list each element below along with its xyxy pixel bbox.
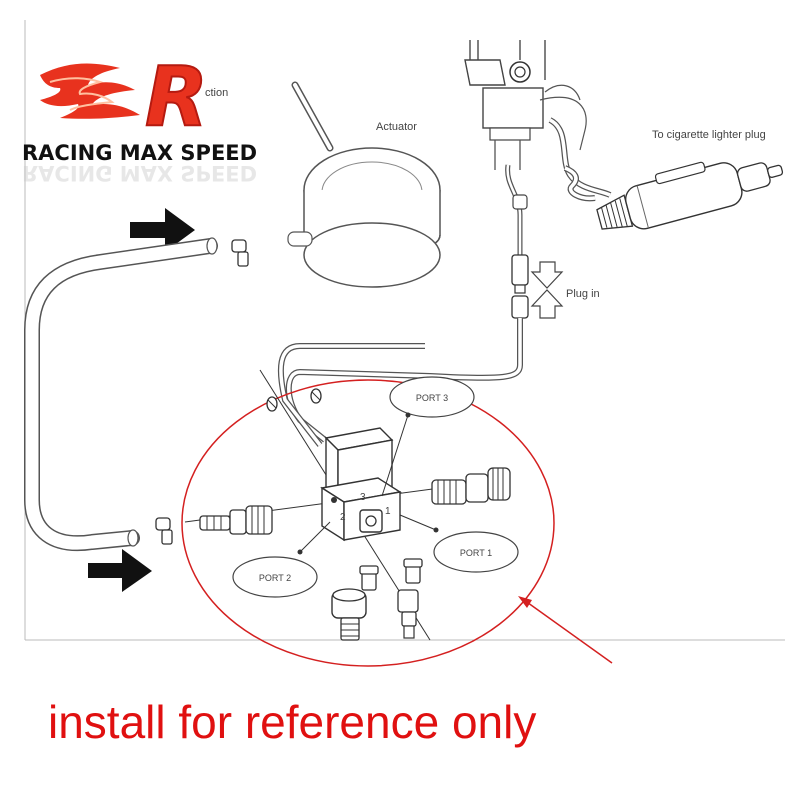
- highlight-circle: [181, 379, 555, 667]
- brand-name: RACING MAX SPEED: [22, 141, 257, 165]
- fitting-port1: [431, 467, 511, 505]
- port1-callout: PORT 1: [399, 514, 519, 573]
- bottom-fitting: [397, 589, 419, 639]
- nut-left: [266, 396, 278, 412]
- fitting-port2: [199, 505, 273, 535]
- wire-to-connector-inner: [506, 164, 522, 255]
- cigarette-lighter-plug: [596, 161, 784, 230]
- plug-arrow-down-icon: [530, 261, 564, 289]
- port3-label: PORT 3: [416, 393, 448, 403]
- actuator: Actuator: [287, 81, 441, 288]
- flame-shape: [40, 63, 140, 119]
- fitting-top: [231, 239, 249, 267]
- vacuum-hose: [24, 237, 218, 552]
- port1-label: PORT 1: [460, 548, 492, 558]
- block-number-1: 1: [385, 506, 391, 517]
- partial-top-label: ction: [205, 87, 228, 99]
- solenoid-valve: 2 3 1: [320, 427, 402, 542]
- reference-caption: install for reference only: [48, 696, 537, 748]
- screw-1: [359, 565, 379, 591]
- toggle-switch: [464, 40, 587, 170]
- flame-highlight: [49, 77, 115, 111]
- port2-callout: PORT 2: [232, 521, 331, 598]
- plug-in-label: Plug in: [566, 288, 600, 300]
- port2-label: PORT 2: [259, 573, 291, 583]
- large-bolt: [331, 588, 367, 641]
- nut-right: [310, 388, 322, 404]
- arrow-bottom-icon: [88, 549, 152, 592]
- hose-end-bottom: [127, 529, 139, 547]
- pointer-arrow-line: [523, 599, 613, 664]
- actuator-bottom: [303, 222, 441, 288]
- fitting-bottom: [155, 517, 173, 545]
- lighter-wire-inner: [549, 118, 611, 197]
- port3-callout: PORT 3: [381, 376, 475, 497]
- hose-outer: [24, 238, 218, 552]
- plug-arrow-up-icon: [530, 289, 564, 319]
- block-number-2: 2: [340, 512, 346, 523]
- wire-to-solenoid-inner: [287, 318, 522, 442]
- switch-body: [482, 87, 544, 129]
- lighter-label: To cigarette lighter plug: [652, 129, 766, 141]
- actuator-rod-inner: [293, 83, 332, 150]
- hose-end-top: [206, 237, 218, 255]
- actuator-label: Actuator: [376, 121, 417, 133]
- pointer-arrow-head-icon: [518, 596, 532, 608]
- logo-letter: R: [145, 50, 208, 145]
- arrow-top-icon: [130, 208, 195, 252]
- brand-name-reflection: RACING MAX SPEED: [22, 161, 257, 185]
- actuator-nipple: [287, 231, 313, 247]
- plug-in-connector: [511, 254, 529, 319]
- brand-logo: R RACING MAX SPEED RACING MAX SPEED: [22, 49, 257, 185]
- screw-2: [403, 558, 423, 584]
- hose-inner: [25, 239, 217, 550]
- block-number-3: 3: [360, 492, 366, 503]
